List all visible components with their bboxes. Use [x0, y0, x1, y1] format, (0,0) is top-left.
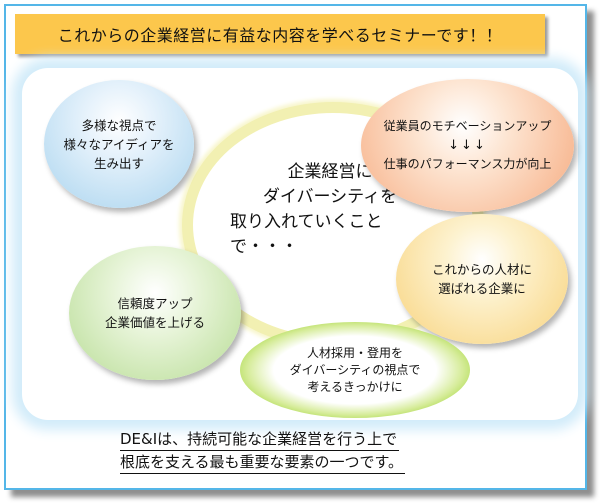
bubble-motivation: 従業員のモチベーションアップ ↓↓↓ 仕事のパフォーマンス力が向上 [361, 79, 574, 212]
banner-text: これからの企業経営に有益な内容を学べるセミナーです！！ [57, 26, 503, 45]
footer-statement: DE&Iは、持続可能な企業経営を行う上で 根底を支える最も重要な要素の一つです。 [120, 428, 480, 474]
bubble-talent: これからの人材に 選ばれる企業に [396, 214, 568, 344]
bubble-line: 生み出す [93, 155, 144, 171]
bubble-diverse-ideas: 多様な視点で 様々なアイディアを 生み出す [44, 80, 194, 208]
bubble-line: 企業価値を上げる [104, 315, 205, 330]
bubble-recruitment: 人材採用・登用を ダイバーシティの視点で 考えるきっかけに [240, 322, 470, 418]
bubble-line: 様々なアイディアを [63, 136, 175, 152]
title-banner: これからの企業経営に有益な内容を学べるセミナーです！！ [15, 14, 545, 54]
footer-line: 根底を支える最も重要な要素の一つです。 [120, 451, 406, 474]
bubble-line: 仕事のパフォーマンス力が向上 [383, 157, 552, 171]
bubble-line: 多様な視点で [81, 117, 157, 133]
bubble-line: これからの人材に [431, 262, 532, 277]
footer-line: DE&Iは、持続可能な企業経営を行う上で [120, 428, 400, 451]
bubble-line: 信頼度アップ [117, 296, 193, 311]
down-arrows-icon: ↓↓↓ [448, 138, 487, 153]
center-line: 企業経営に [287, 162, 373, 182]
center-line: 取り入れていくことで・・・ [230, 212, 383, 257]
bubble-line: 人材採用・登用を [306, 345, 403, 360]
center-text: 企業経営に ダイバーシティを 取り入れていくことで・・・ [230, 160, 430, 260]
bubble-line: ダイバーシティの視点で [289, 362, 421, 377]
bubble-line: 選ばれる企業に [438, 281, 526, 296]
center-line: ダイバーシティを [262, 187, 398, 207]
bubble-line: 考えるきっかけに [307, 379, 403, 394]
bubble-line: 従業員のモチベーションアップ [383, 119, 552, 133]
bubble-trust: 信頼度アップ 企業価値を上げる [69, 246, 241, 380]
